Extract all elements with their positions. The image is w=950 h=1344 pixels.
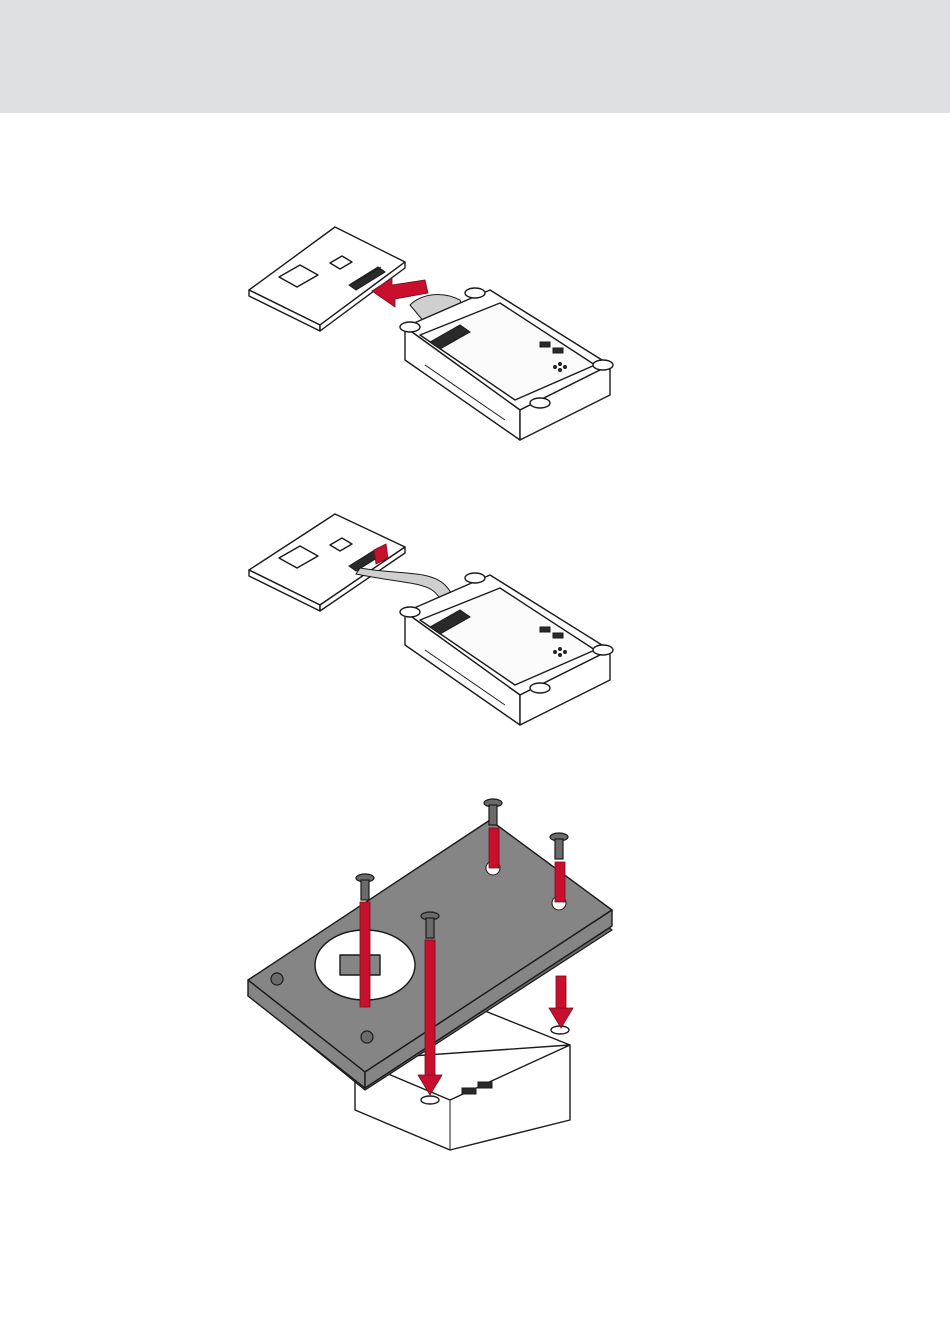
screw-icon: [550, 833, 568, 859]
screw-icon: [356, 874, 374, 900]
mount-cover-with-screws-illustration: [0, 790, 950, 1160]
small-circuit-board: [249, 514, 405, 611]
screw-icon: [484, 799, 502, 825]
main-module-housing: [400, 573, 613, 725]
page-header-band: [0, 0, 950, 113]
small-circuit-board: [249, 227, 405, 331]
connect-ribbon-cable-illustration: [0, 215, 950, 455]
cable-connected-illustration: [0, 500, 950, 735]
